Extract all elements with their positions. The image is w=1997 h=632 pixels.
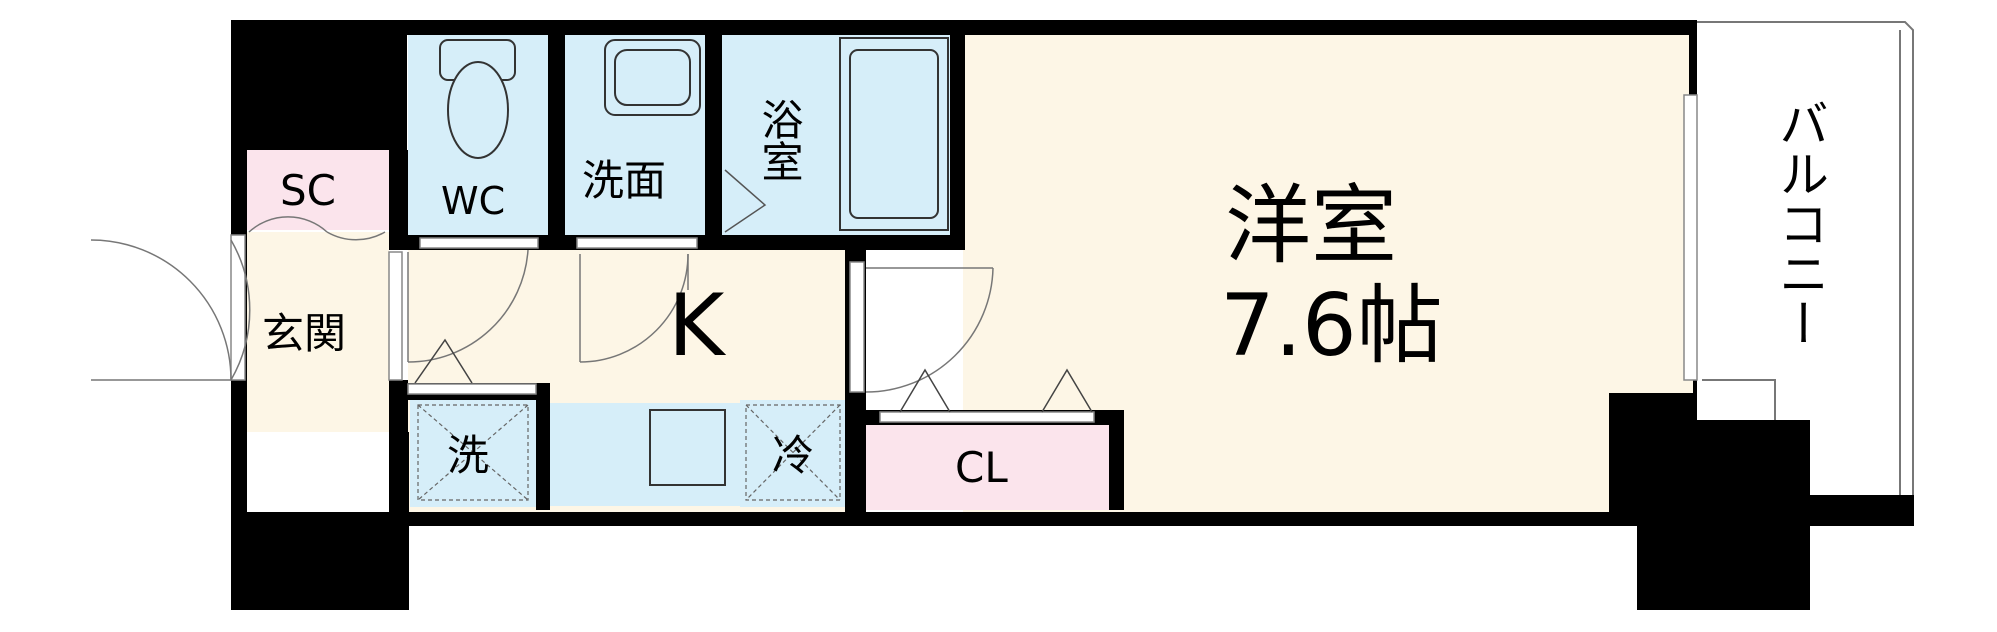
balcony-label: バルコニー xyxy=(1771,98,1829,348)
bath-door xyxy=(724,169,767,233)
closet-triangles xyxy=(414,338,1093,413)
kitchen-sink xyxy=(649,409,726,486)
kitchen-label: K xyxy=(668,276,725,376)
washroom-label: 洗面 xyxy=(582,156,667,205)
appliance-crosses xyxy=(417,404,841,501)
closet-label: CL xyxy=(955,443,1008,492)
door-swings xyxy=(90,216,994,393)
closet-area xyxy=(866,425,1109,510)
washer-label: 洗 xyxy=(447,431,490,480)
entrance-floor xyxy=(247,232,389,432)
western-room-size-label: 7.6帖 xyxy=(1220,276,1443,376)
walls xyxy=(231,20,1914,610)
entrance-label: 玄関 xyxy=(262,309,347,358)
toilet-label: WC xyxy=(441,179,506,223)
washbasin xyxy=(604,39,701,116)
western-room-label: 洋室 xyxy=(1225,176,1397,276)
windows xyxy=(230,94,1698,393)
fridge-label: 冷 xyxy=(772,431,815,480)
toilet-fixture xyxy=(439,39,516,159)
shoe-closet-area xyxy=(247,150,389,230)
shoe-closet-label: SC xyxy=(280,166,336,215)
balcony-outline xyxy=(1697,21,1914,495)
bathtub xyxy=(839,37,949,231)
kitchen-counter xyxy=(550,403,740,506)
door-frames xyxy=(407,237,1095,423)
bathroom-label: 浴室 xyxy=(755,98,804,182)
